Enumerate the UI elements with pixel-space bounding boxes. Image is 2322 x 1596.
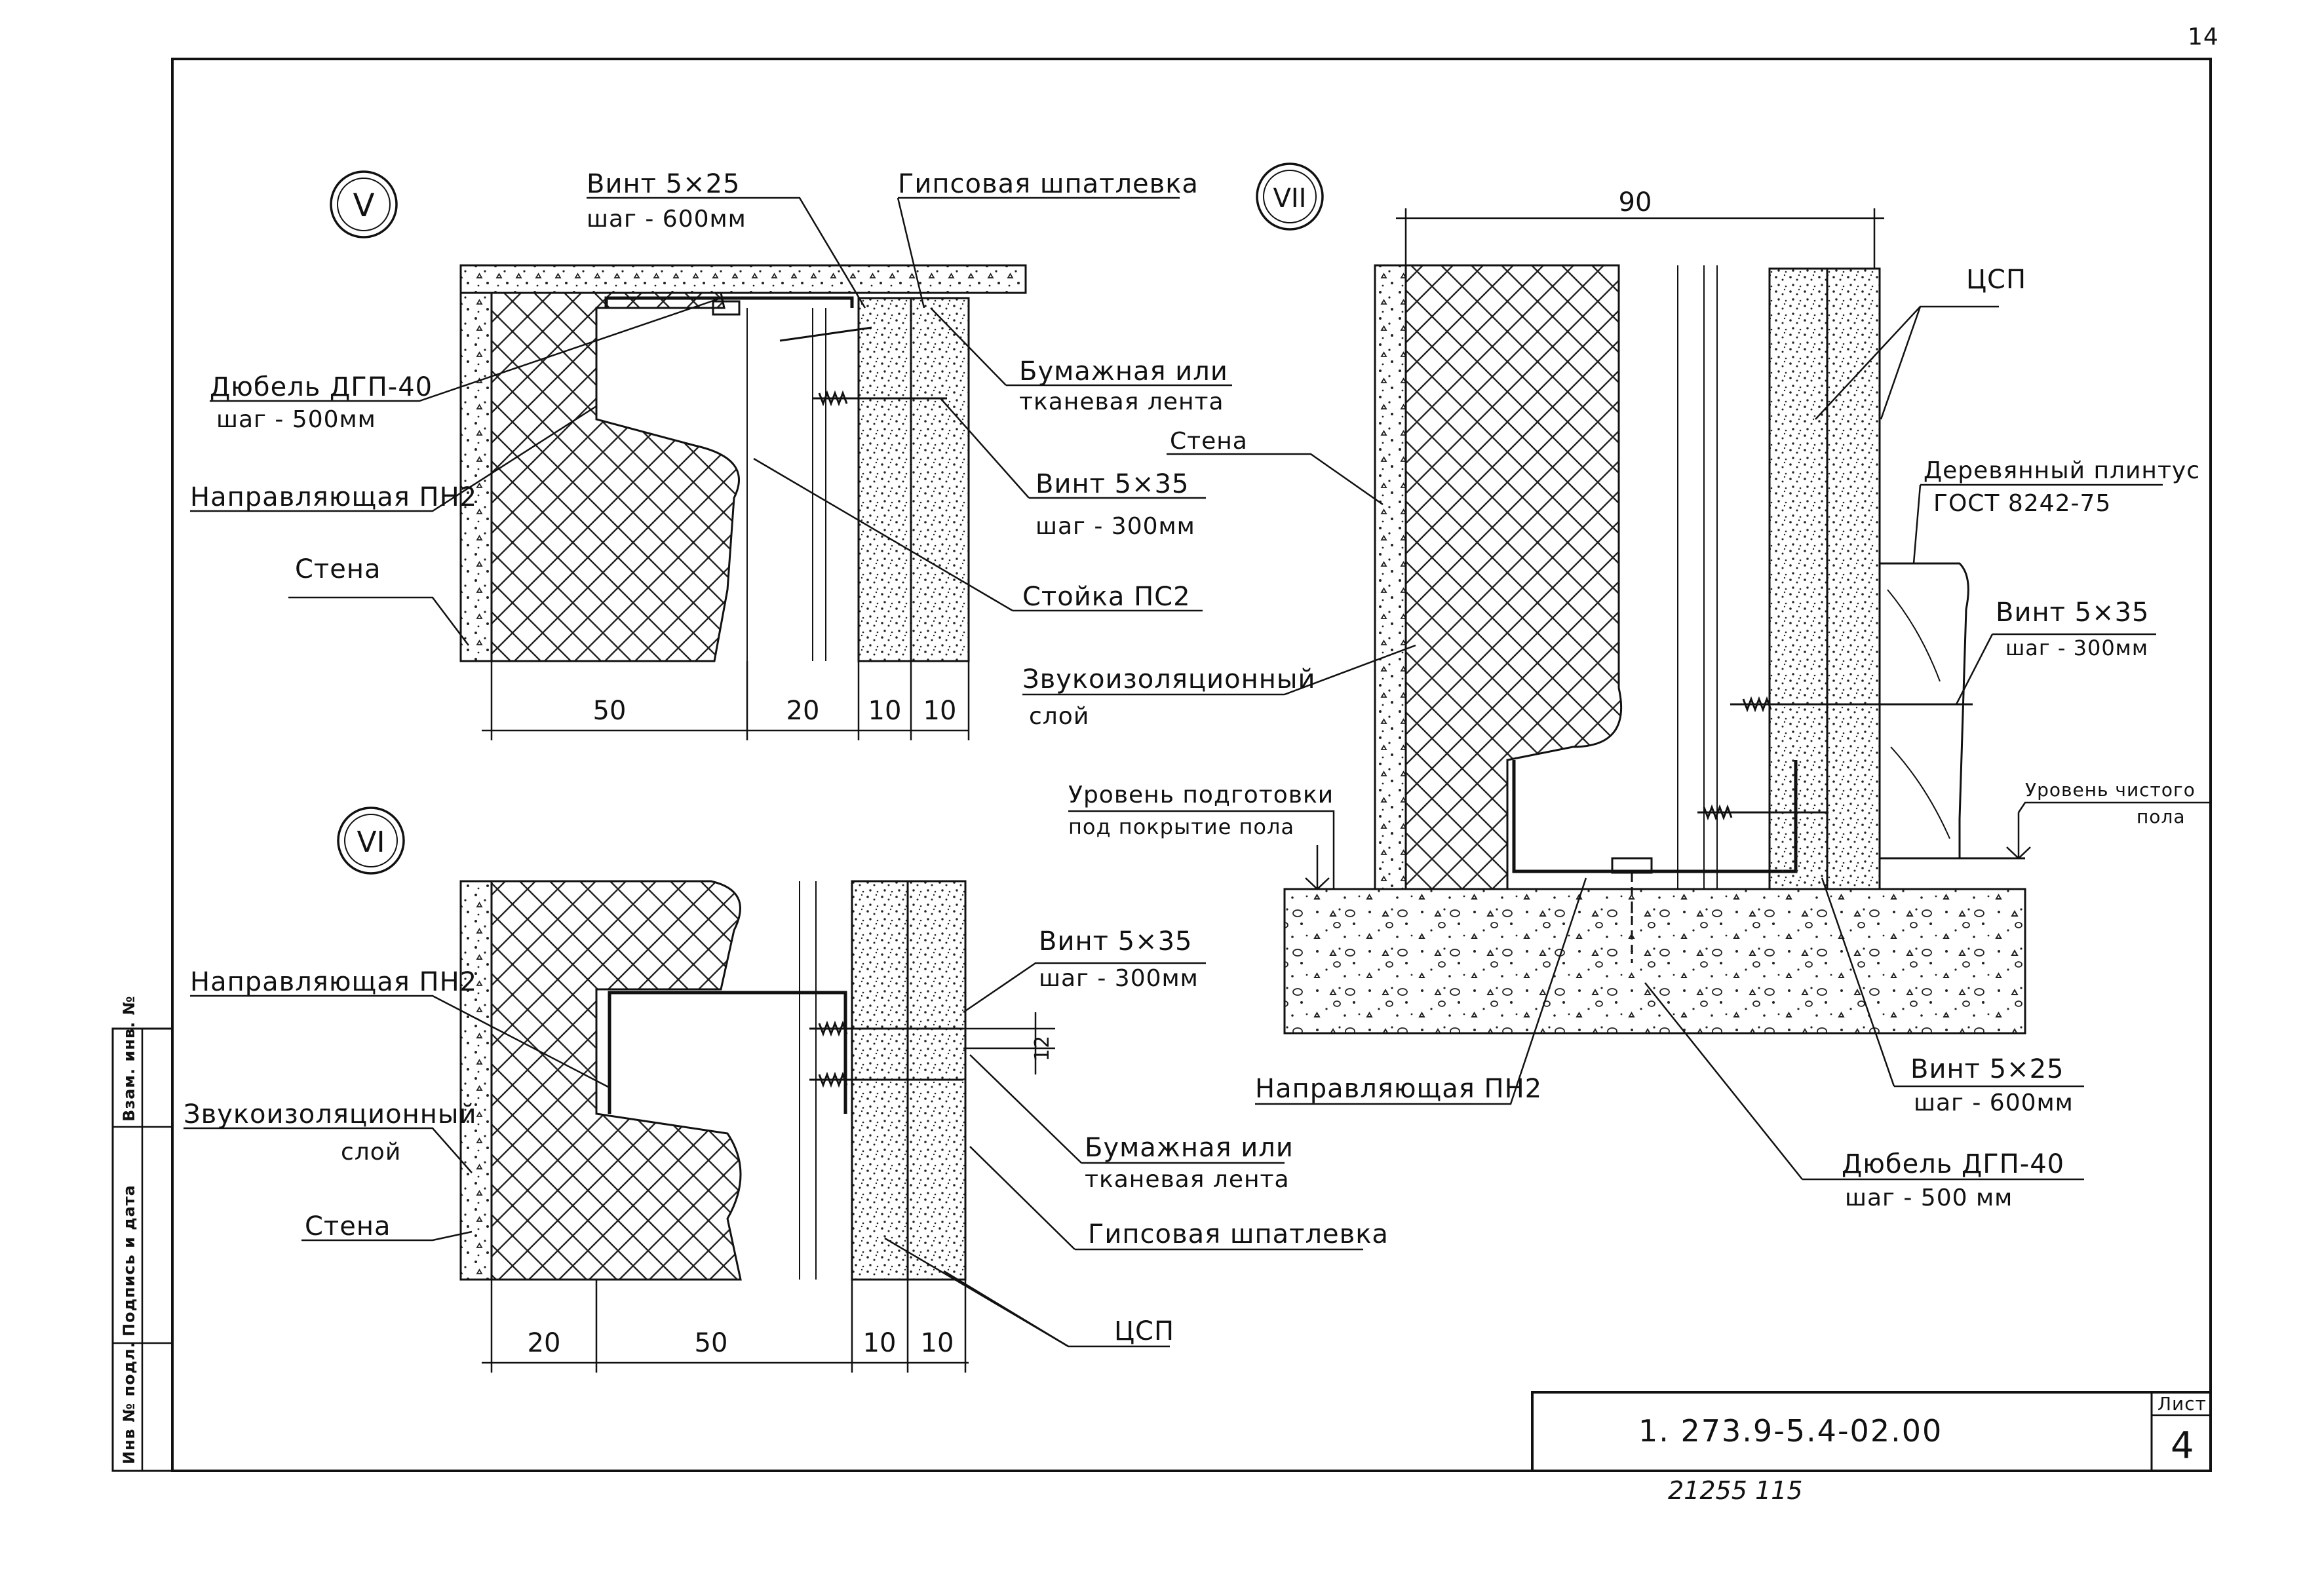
side-stamp-block: Инв № подл. Подпись и дата Взам. инв. № xyxy=(111,996,174,1472)
label-prep-2: под покрытие пола xyxy=(1068,814,1294,839)
board-layer-2 xyxy=(910,297,970,662)
detail-vii-marker: VII xyxy=(1256,162,1324,231)
detail-v-marker: V xyxy=(330,170,398,238)
label-dowel: Дюбель ДГП-40 xyxy=(210,372,433,402)
label-dowel-step: шаг - 500мм xyxy=(216,406,376,433)
wooden-plinth xyxy=(1878,562,1969,860)
board-layer-1 xyxy=(857,297,912,662)
dim-50: 50 xyxy=(695,1328,728,1358)
side-text-inventory: Инв № подл. xyxy=(120,1341,138,1464)
detail-v: V 50 20 10 xyxy=(190,169,1232,740)
label-stud: Стойка ПС2 xyxy=(1022,582,1191,612)
label-dowel: Дюбель ДГП-40 xyxy=(1842,1149,2064,1179)
label-tape-1: Бумажная или xyxy=(1019,356,1228,387)
label-insulation-1: Звукоизоляционный xyxy=(184,1099,476,1130)
label-dowel-step: шаг - 500 мм xyxy=(1845,1185,2013,1211)
label-screw-side: Винт 5×35 xyxy=(1035,469,1189,499)
label-screw-plinth: Винт 5×35 xyxy=(1996,598,2149,628)
label-plaster: Гипсовая шпатлевка xyxy=(898,169,1199,199)
label-insulation-2: слой xyxy=(341,1139,401,1166)
label-insulation-2: слой xyxy=(1029,703,1089,730)
insulation-layer xyxy=(490,880,742,1281)
label-insulation-1: Звукоизоляционный xyxy=(1022,664,1315,694)
sheet-label: Лист xyxy=(2158,1393,2207,1415)
label-screw-top-step: шаг - 600мм xyxy=(587,206,746,233)
label-screw-step: шаг - 300мм xyxy=(1039,965,1199,992)
label-screw-bottom-step: шаг - 600мм xyxy=(1914,1090,2074,1116)
screw xyxy=(779,326,947,407)
dimension-line xyxy=(482,661,970,740)
dim-20: 20 xyxy=(528,1328,561,1358)
guide-profile xyxy=(1512,760,1798,873)
label-plinth-2: ГОСТ 8242-75 xyxy=(1933,490,2111,517)
dim-10a: 10 xyxy=(868,696,902,726)
label-csp: ЦСП xyxy=(1966,265,2026,295)
label-wall: Стена xyxy=(305,1211,391,1242)
label-screw-top: Винт 5×25 xyxy=(587,169,740,199)
drawing-code: 1. 273.9-5.4-02.00 xyxy=(1638,1413,1943,1449)
label-tape-1: Бумажная или xyxy=(1085,1133,1294,1163)
label-guide: Направляющая ПН2 xyxy=(190,482,477,512)
dim-10a: 10 xyxy=(863,1328,897,1358)
dim-10b: 10 xyxy=(921,1328,954,1358)
label-plaster: Гипсовая шпатлевка xyxy=(1088,1219,1389,1249)
svg-text:VI: VI xyxy=(357,826,385,859)
side-text-signature: Подпись и дата xyxy=(120,1185,138,1337)
sheet-frame: 14 xyxy=(171,24,2219,1472)
label-wall: Стена xyxy=(1170,428,1248,455)
label-csp: ЦСП xyxy=(1114,1316,1174,1346)
label-tape-2: тканевая лента xyxy=(1019,389,1224,415)
label-screw-side-step: шаг - 300мм xyxy=(1035,513,1195,540)
label-screw-plinth-step: шаг - 300мм xyxy=(2005,636,2148,660)
screw xyxy=(1697,696,1973,821)
wall xyxy=(459,880,493,1281)
detail-vi-marker: VI xyxy=(337,807,405,875)
floor-slab xyxy=(1283,888,2026,1035)
wall xyxy=(1374,264,1407,890)
label-finish-1: Уровень чистого xyxy=(2025,779,2196,801)
label-guide: Направляющая ПН2 xyxy=(190,967,477,997)
label-plinth-1: Деревянный плинтус xyxy=(1924,457,2200,484)
insulation-layer xyxy=(490,292,740,662)
handwritten-note: 21255 115 xyxy=(1668,1476,1803,1505)
dimension-line xyxy=(1396,208,1884,269)
gap-dimension xyxy=(963,1012,1055,1074)
prep-level-marker xyxy=(1305,845,1330,890)
label-prep-1: Уровень подготовки xyxy=(1068,782,1334,808)
dim-90: 90 xyxy=(1619,187,1652,218)
label-screw: Винт 5×35 xyxy=(1039,926,1192,957)
side-text-replace: Взам. инв. № xyxy=(120,996,138,1122)
ceiling-slab xyxy=(459,264,1027,294)
dimension-line xyxy=(482,1280,969,1373)
insulation-layer xyxy=(1404,264,1623,890)
guide-profile xyxy=(604,296,854,308)
detail-vii: VII 90 xyxy=(1022,162,2212,1211)
label-tape-2: тканевая лента xyxy=(1085,1166,1290,1193)
title-block: 1. 273.9-5.4-02.00 Лист 4 21255 115 xyxy=(1531,1391,2212,1505)
label-finish-2: пола xyxy=(2137,806,2186,827)
label-screw-bottom: Винт 5×25 xyxy=(1910,1054,2064,1084)
finish-level-marker xyxy=(2006,812,2031,860)
dim-50: 50 xyxy=(593,696,627,726)
corner-mark: 14 xyxy=(2188,24,2219,50)
label-guide: Направляющая ПН2 xyxy=(1255,1074,1542,1104)
dim-20: 20 xyxy=(786,696,820,726)
dim-10b: 10 xyxy=(923,696,957,726)
board-layer-2 xyxy=(1826,267,1881,890)
label-wall: Стена xyxy=(295,554,381,584)
svg-text:VII: VII xyxy=(1273,183,1307,214)
gap-value: 12 xyxy=(1031,1035,1054,1061)
guide-profile xyxy=(608,991,847,1114)
svg-text:V: V xyxy=(353,187,375,224)
detail-vi: VI 12 20 50 10 xyxy=(184,807,1389,1373)
sheet-number: 4 xyxy=(2171,1424,2194,1467)
screw xyxy=(809,1020,963,1088)
board-layer-1 xyxy=(1768,267,1829,890)
